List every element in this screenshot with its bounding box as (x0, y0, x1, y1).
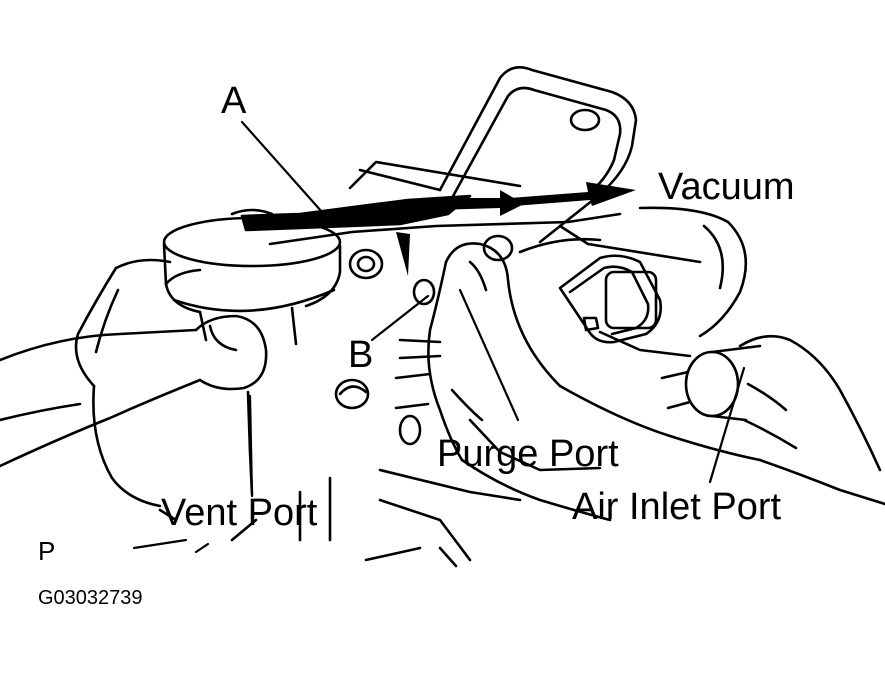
air-inlet-hose (660, 344, 762, 422)
leader-purge-port (458, 288, 520, 422)
label-b: B (348, 334, 374, 376)
leader-b (370, 294, 430, 342)
vacuum-nozzle (240, 194, 472, 232)
label-vacuum: Vacuum (658, 166, 795, 208)
electrical-connector (558, 254, 662, 344)
label-purge-port: Purge Port (437, 433, 619, 475)
leader-air-inlet-port (708, 366, 746, 484)
label-p: P (38, 536, 56, 566)
port-b-marker (396, 232, 410, 276)
mounting-bracket (348, 66, 638, 244)
label-a: A (221, 80, 247, 122)
figure-code: G03032739 (38, 587, 143, 609)
leader-lines (132, 120, 746, 554)
vacuum-arrows (430, 182, 636, 216)
leader-vent-port (248, 394, 254, 498)
canister-body (74, 206, 748, 568)
label-vent-port: Vent Port (161, 492, 318, 534)
left-hand (0, 314, 268, 496)
leader-a (240, 120, 324, 214)
far-right-hand (738, 334, 885, 506)
bolt-fittings (334, 234, 514, 446)
label-air-inlet-port: Air Inlet Port (572, 486, 782, 528)
right-hand (427, 242, 762, 522)
ref-dash-2 (194, 542, 210, 554)
ref-dash-1 (132, 538, 188, 550)
